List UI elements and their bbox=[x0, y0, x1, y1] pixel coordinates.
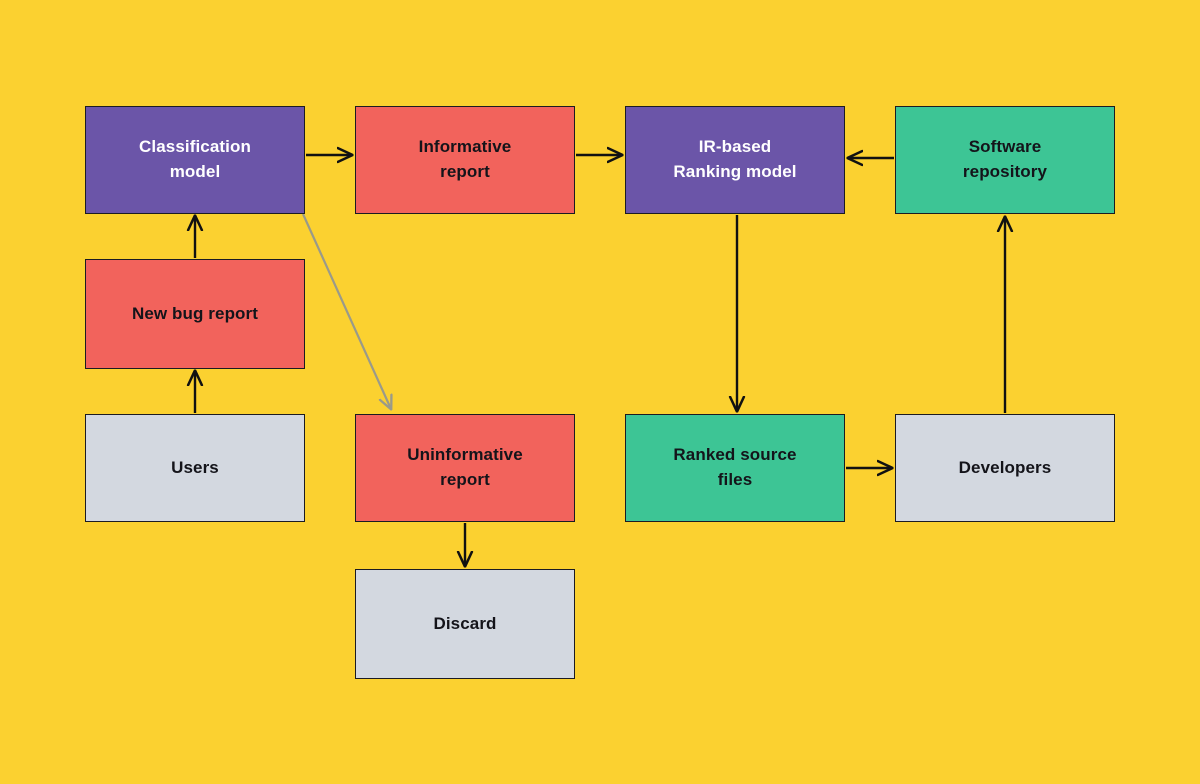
node-software-repository[interactable]: Software repository bbox=[895, 106, 1115, 214]
node-users[interactable]: Users bbox=[85, 414, 305, 522]
node-ir-based-ranking-model[interactable]: IR-based Ranking model bbox=[625, 106, 845, 214]
node-ranked-source-files[interactable]: Ranked source files bbox=[625, 414, 845, 522]
node-developers[interactable]: Developers bbox=[895, 414, 1115, 522]
edge-classification-model-to-uninformative-report bbox=[301, 213, 391, 409]
node-new-bug-report[interactable]: New bug report bbox=[85, 259, 305, 369]
node-informative-report[interactable]: Informative report bbox=[355, 106, 575, 214]
node-discard[interactable]: Discard bbox=[355, 569, 575, 679]
node-uninformative-report[interactable]: Uninformative report bbox=[355, 414, 575, 522]
node-classification-model[interactable]: Classification model bbox=[85, 106, 305, 214]
